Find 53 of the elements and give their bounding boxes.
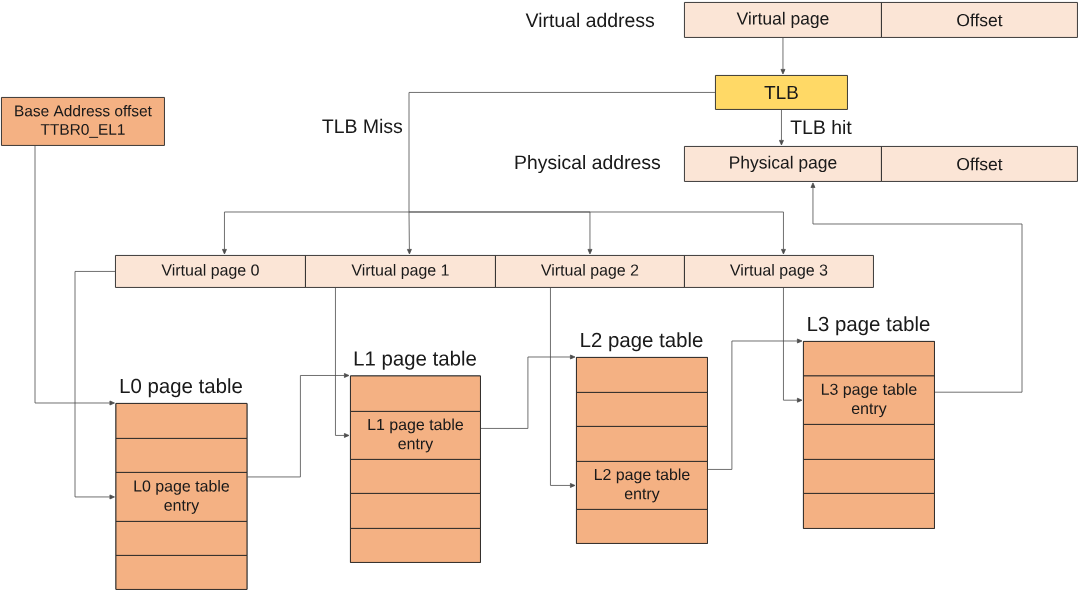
table-row <box>803 341 935 377</box>
table-row <box>576 392 708 427</box>
table-heading: L1 page table <box>354 350 476 370</box>
arrow <box>780 37 786 75</box>
virtual-page-cell: Virtual page 0 <box>115 255 306 288</box>
address-cell: Virtual page <box>684 2 882 38</box>
virtual-page-cell: Virtual page 1 <box>305 255 496 288</box>
table-row <box>576 357 708 393</box>
arrow <box>810 182 1023 393</box>
arrow <box>247 373 350 478</box>
table-entry: L1 page table entry <box>350 411 481 460</box>
arrow <box>480 354 576 429</box>
table-row <box>115 521 248 556</box>
address-cell: Offset <box>881 146 1078 182</box>
arrow <box>550 287 576 488</box>
table-heading: L0 page table <box>120 378 242 398</box>
table-row <box>115 438 248 473</box>
arrow <box>783 287 803 403</box>
table-row <box>576 509 708 544</box>
register-box: Base Address offset TTBR0_EL1 <box>1 97 165 146</box>
arrow <box>222 211 410 255</box>
table-row <box>803 493 935 529</box>
table-entry: L0 page table entry <box>115 472 248 522</box>
tlb-box: TLB <box>715 75 848 110</box>
arrow <box>407 211 412 255</box>
address-cell: Offset <box>881 2 1078 38</box>
virtual-page-cell: Virtual page 3 <box>684 255 874 288</box>
table-row <box>350 528 481 563</box>
arrow <box>779 109 784 146</box>
table-row <box>350 459 481 494</box>
table-row <box>115 555 248 590</box>
table-row <box>803 459 935 494</box>
virtual-page-cell: Virtual page 2 <box>495 255 685 288</box>
address-cell: Physical page <box>684 146 882 182</box>
table-entry: L2 page table entry <box>576 461 708 510</box>
table-row <box>350 375 481 412</box>
arrow <box>335 287 350 438</box>
address-label: Physical address <box>515 154 661 174</box>
arrow <box>707 338 803 470</box>
edge-label: TLB Miss <box>320 117 404 135</box>
table-row <box>576 426 708 462</box>
arrow <box>74 271 116 500</box>
table-row <box>115 403 248 439</box>
address-label: Virtual address <box>525 12 655 28</box>
table-entry: L3 page table entry <box>803 375 935 425</box>
connector-line <box>408 92 716 213</box>
arrow <box>408 211 786 255</box>
edge-label: TLB hit <box>789 118 853 136</box>
table-row <box>803 424 935 460</box>
table-row <box>350 493 481 529</box>
table-heading: L3 page table <box>808 316 930 336</box>
arrow <box>34 145 115 406</box>
table-heading: L2 page table <box>581 332 703 352</box>
